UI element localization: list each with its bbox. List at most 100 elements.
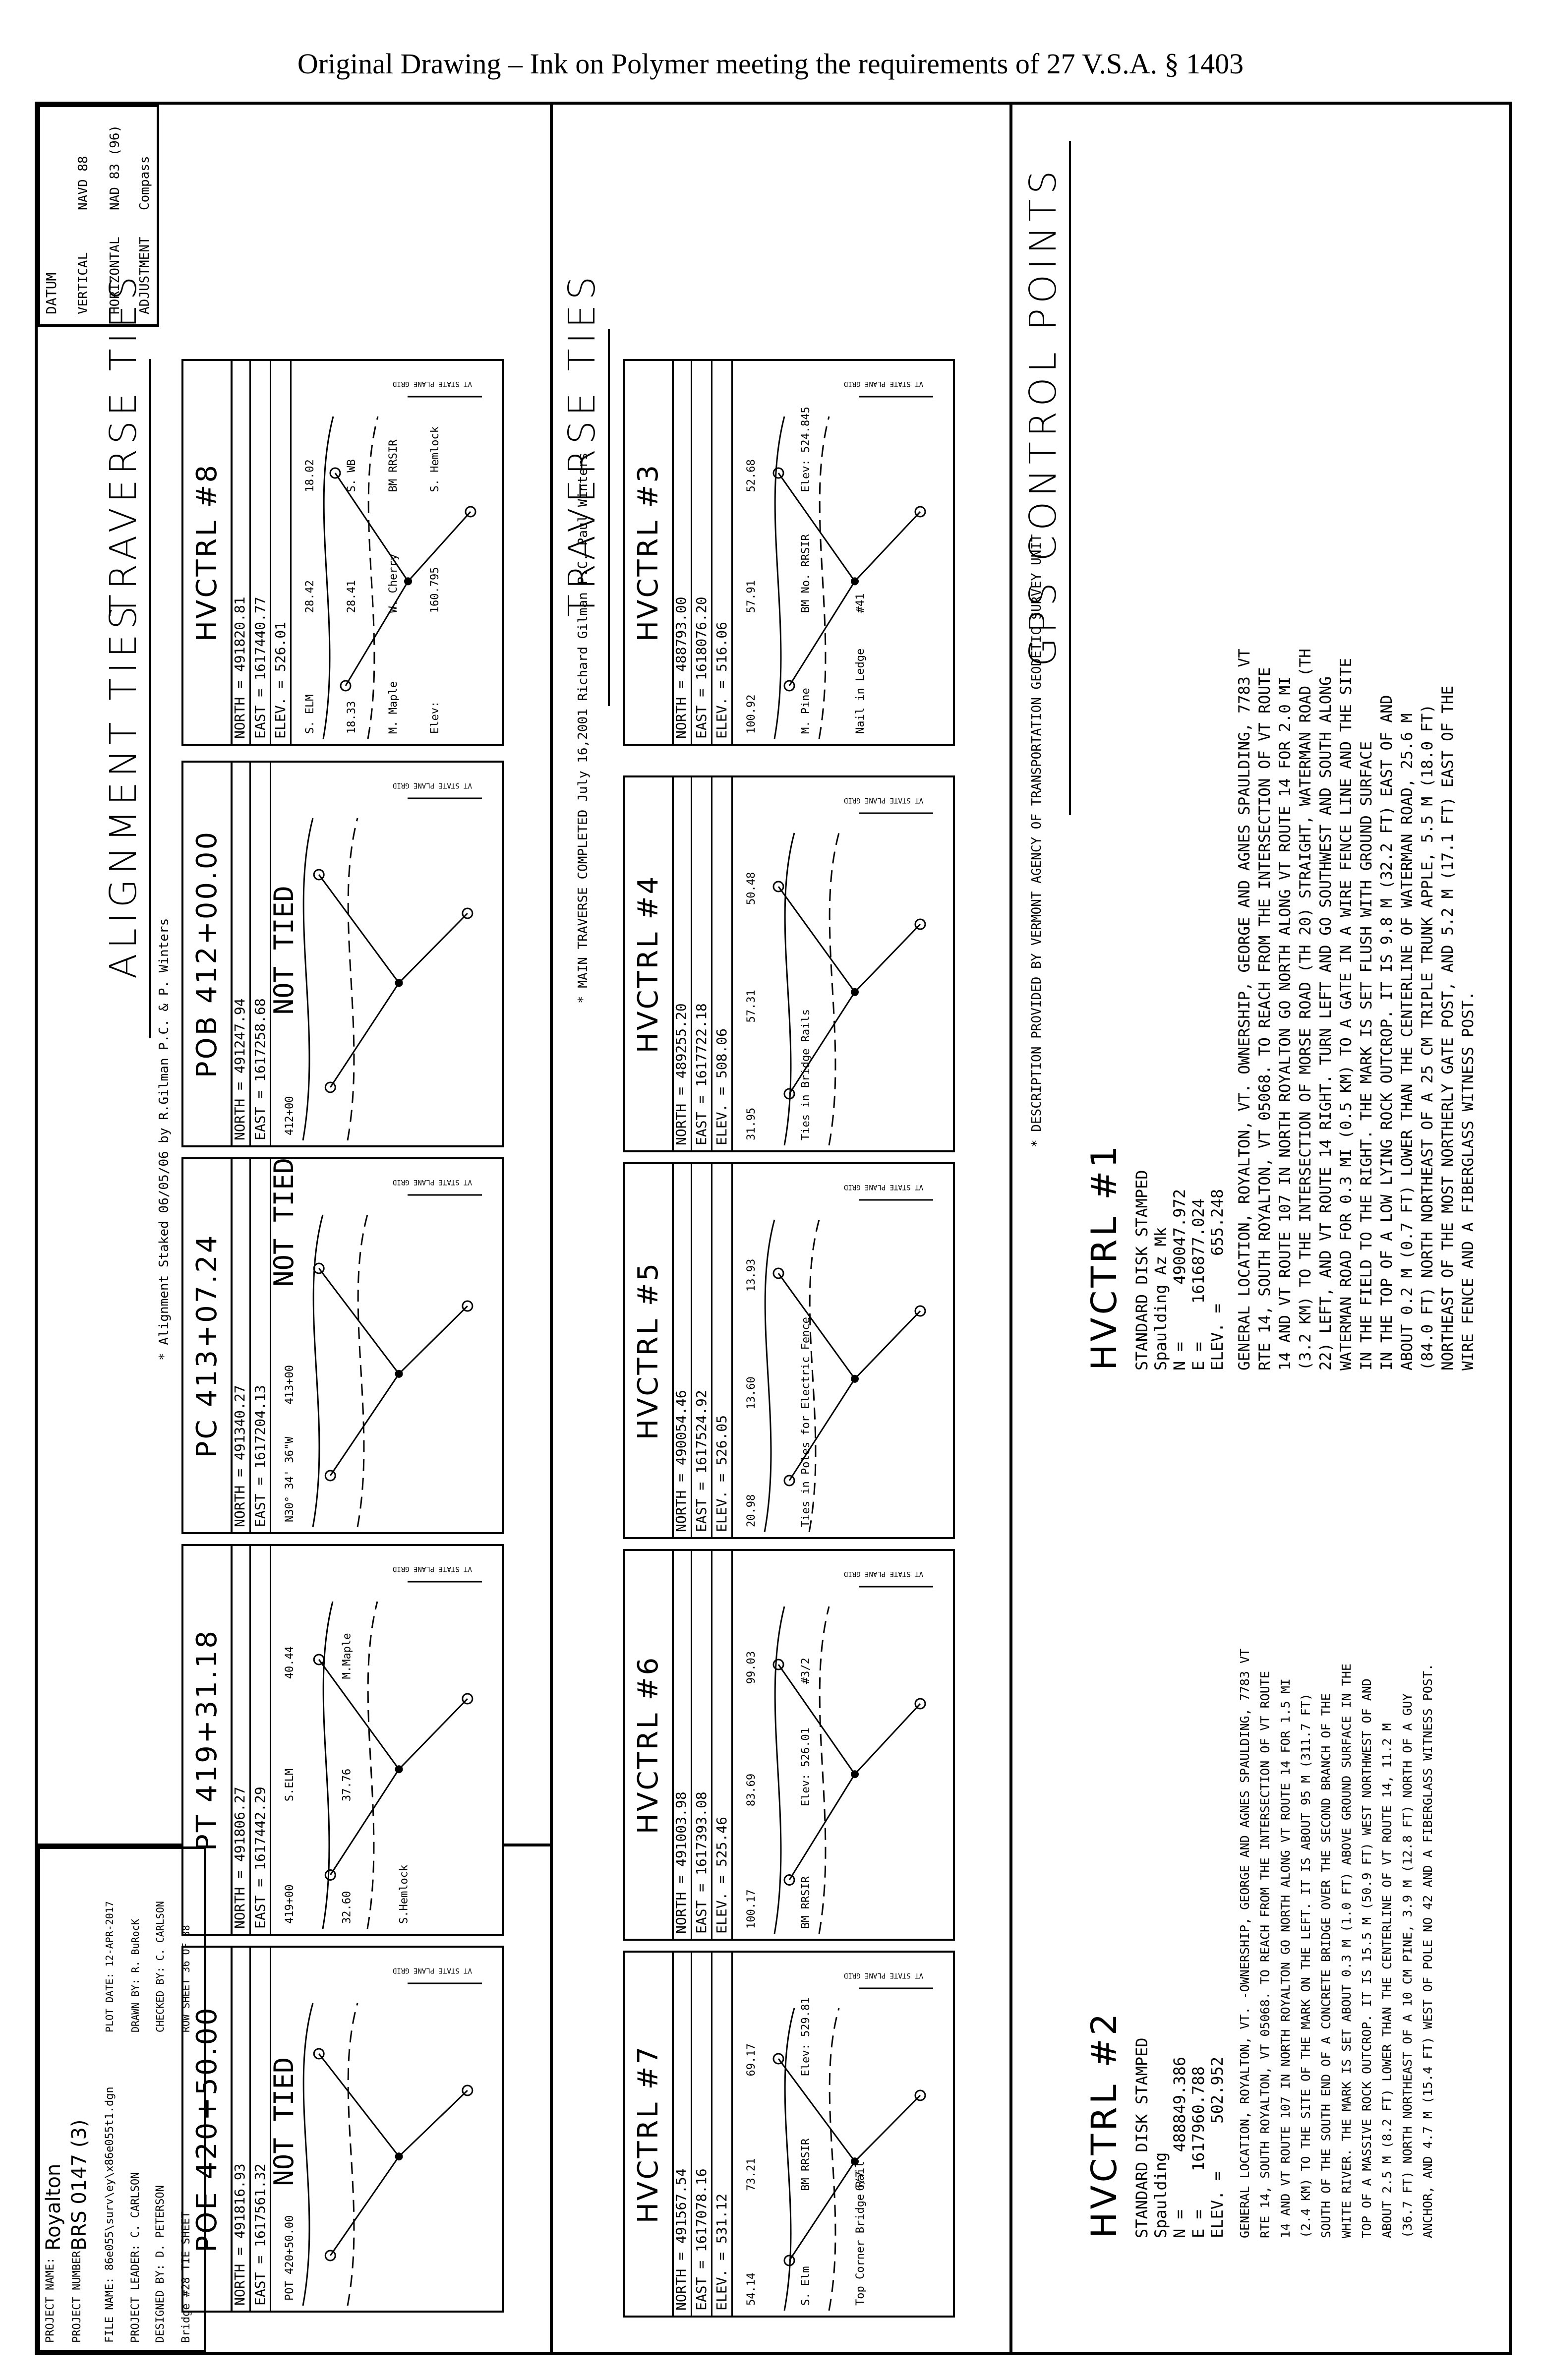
east-value: EAST = 1617561.32 xyxy=(251,1948,271,2311)
tree-icon xyxy=(772,2053,784,2065)
tie-line xyxy=(854,511,921,582)
sketch-label: POT 420+50.00 xyxy=(284,2215,296,2301)
north-value: NORTH = 491003.98 xyxy=(672,1551,692,1939)
project-name-label: PROJECT NAME: xyxy=(44,2257,57,2343)
road-edge-line xyxy=(773,416,785,739)
tie-line xyxy=(777,473,856,582)
grid-label: VT STATE PLANE GRID xyxy=(844,380,923,388)
sketch-label: BM RRSIR xyxy=(800,1876,812,1929)
tie-line xyxy=(329,1769,400,1876)
tree-icon xyxy=(783,1475,795,1487)
sketch-label: Nail in Ledge xyxy=(854,649,867,734)
east-value: EAST = 1617393.08 xyxy=(692,1551,712,1939)
road-edge-line xyxy=(347,818,358,1141)
datum-vertical-label: VERTICAL xyxy=(76,252,91,314)
elev-value: ELEV. = 526.05 xyxy=(712,1164,733,1537)
sketch-label: 54.14 xyxy=(745,2273,758,2306)
sketch-label: W. Cherry xyxy=(387,554,400,613)
section-rule xyxy=(608,329,610,706)
elev-value: ELEV. = 525.46 xyxy=(712,1551,733,1939)
sketch-label: 160.795 xyxy=(429,567,441,613)
tree-icon xyxy=(772,1659,784,1670)
tree-icon xyxy=(772,1267,784,1279)
road-edge-line xyxy=(302,818,314,1141)
tree-icon xyxy=(324,1470,336,1482)
section-rule xyxy=(149,359,151,706)
north-value: NORTH = 491340.27 xyxy=(231,1159,251,1532)
sketch-label: 13.60 xyxy=(745,1376,758,1409)
road-edge-line xyxy=(347,2003,358,2306)
elev-value: ELEV. = 531.12 xyxy=(712,1953,733,2316)
road-edge-line xyxy=(312,1214,324,1528)
sketch-label: BM No. RRSIR xyxy=(800,534,812,613)
tie-line xyxy=(398,1698,468,1770)
control-point-marker xyxy=(851,1770,859,1779)
datum-title: DATUM xyxy=(43,272,59,314)
tree-icon xyxy=(324,1081,336,1093)
sketch-label: Elev: 529.81 xyxy=(800,1998,812,2077)
panel-title: HVCTRL #7 xyxy=(625,1953,674,2316)
sketch-label: 40.44 xyxy=(284,1646,296,1679)
tie-line xyxy=(330,1373,400,1476)
sketch-label: 32.60 xyxy=(341,1891,353,1924)
control-point-marker xyxy=(395,2152,403,2161)
drawing-sheet: DATUM VERTICAL NAVD 88 HORIZONTAL NAD 83… xyxy=(35,102,1512,2355)
sketch-label: 413+00 xyxy=(284,1365,296,1404)
sketch-label: 83.69 xyxy=(745,1774,758,1806)
tree-icon xyxy=(772,467,784,479)
grid-label: VT STATE PLANE GRID xyxy=(844,1971,923,1979)
east-value: EAST = 1617440.77 xyxy=(251,361,271,744)
sketch-label: 18.33 xyxy=(346,701,358,734)
sketch-label: N30° 34' 36"W xyxy=(284,1436,296,1522)
north-value: NORTH = 491247.94 xyxy=(231,763,251,1145)
sketch-label: NOT TIED xyxy=(273,1159,299,1287)
main-traverse-note: * MAIN TRAVERSE COMPLETED July 16,2001 R… xyxy=(576,452,591,1004)
sketch-label: S. WB xyxy=(346,459,358,492)
row-sheet: ROW SHEET 36 OF 38 xyxy=(180,1925,192,2032)
control-point-marker xyxy=(404,577,412,586)
sketch-label: Top Corner Bridge Rail xyxy=(854,2161,867,2306)
tie-line xyxy=(318,1268,400,1374)
column-divider-1 xyxy=(550,105,553,2352)
datum-horizontal-value: NAD 83 (96) xyxy=(108,124,122,210)
gps-block-hvctrl-1: HVCTRL #1 STANDARD DISK STAMPED Spauldin… xyxy=(1084,116,1479,1370)
sketch-label: Elev: xyxy=(429,701,441,734)
east-value: EAST = 1617524.92 xyxy=(692,1164,712,1537)
north-value: NORTH = 490054.46 xyxy=(672,1164,692,1537)
project-number-label: PROJECT NUMBER: xyxy=(71,2244,83,2343)
tree-icon xyxy=(340,680,352,692)
tree-icon xyxy=(313,1262,325,1274)
datum-adjustment-value: Compass xyxy=(137,156,152,210)
project-leader: PROJECT LEADER: C. CARLSON xyxy=(129,2172,142,2343)
sketch-label: 18.02 xyxy=(304,459,316,492)
grid-label: VT STATE PLANE GRID xyxy=(844,1570,923,1578)
tie-line xyxy=(318,2053,400,2157)
sketch-label: Ties in Poles for Electric Fence xyxy=(800,1317,812,1527)
tie-line xyxy=(329,982,400,1088)
tie-line xyxy=(398,2089,468,2157)
control-point-marker xyxy=(851,2157,859,2166)
grid-label: VT STATE PLANE GRID xyxy=(393,1565,472,1573)
road-edge-line xyxy=(808,1219,820,1533)
north-value: NORTH = 491820.81 xyxy=(231,361,251,744)
tree-icon xyxy=(783,2255,795,2266)
tree-icon xyxy=(462,1300,474,1312)
sketch-label: 20.98 xyxy=(745,1494,758,1527)
road-edge-line xyxy=(818,416,830,739)
sketch-label: 52.68 xyxy=(745,459,758,492)
tree-icon xyxy=(783,680,795,692)
road-edge-line xyxy=(322,1601,334,1929)
north-value: NORTH = 491567.54 xyxy=(672,1953,692,2316)
tie-line xyxy=(777,2058,856,2162)
